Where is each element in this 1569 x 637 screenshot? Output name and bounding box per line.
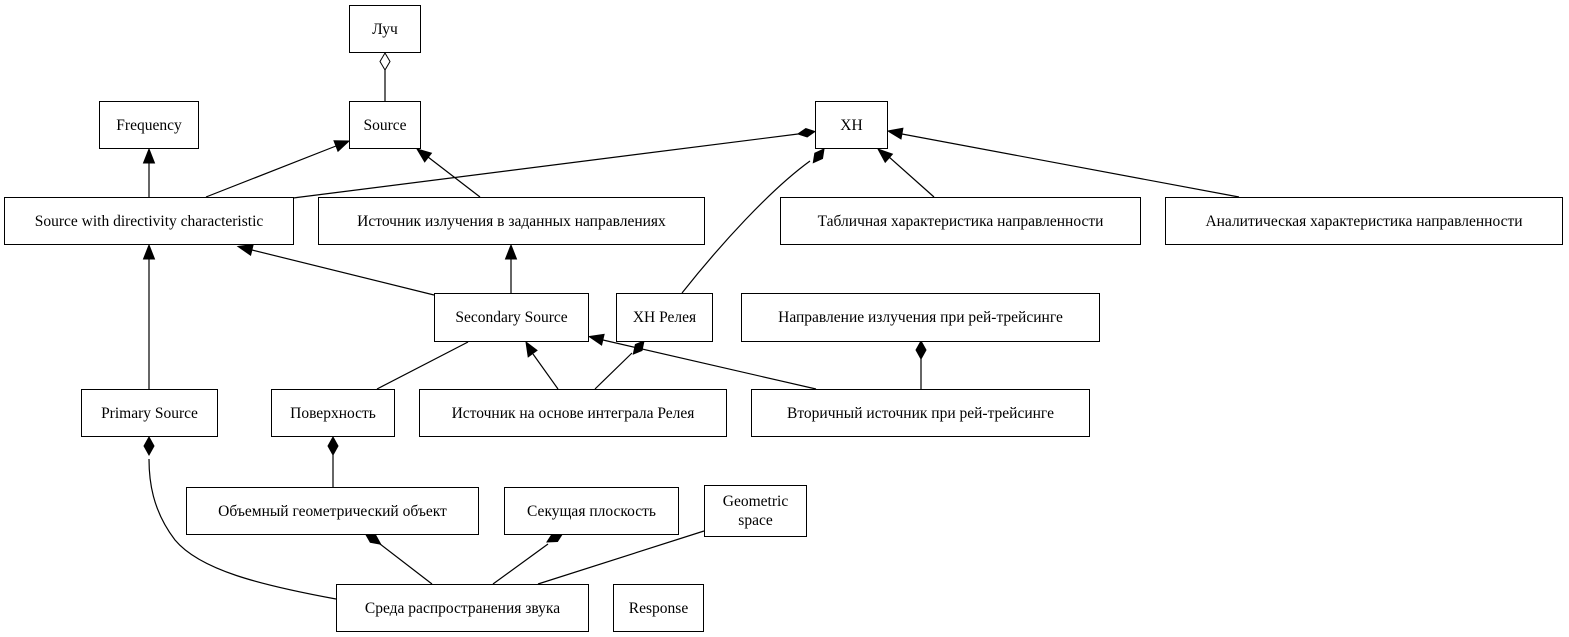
node-label: Объемный геометрический объект — [218, 502, 447, 520]
edge-poverhnost-secondary — [376, 341, 469, 390]
node-vtorichny: Вторичный источник при рей-трейсинге — [751, 389, 1090, 437]
edge-integral-xhreleya — [594, 352, 633, 390]
node-istochnik-integral: Источник на основе интеграла Релея — [419, 389, 727, 437]
node-napravlenie-rei: Направление излучения при рей-трейсинге — [741, 293, 1100, 342]
node-secondary-source: Secondary Source — [434, 293, 589, 342]
edge-xhreleya-xh — [681, 160, 811, 294]
node-label: Primary Source — [101, 404, 198, 422]
node-label: Луч — [372, 20, 398, 38]
arrow-marker — [142, 147, 156, 164]
node-label: Табличная характеристика направленности — [817, 212, 1104, 230]
diamond-marker — [812, 148, 825, 164]
node-geometric-space: Geometric space — [704, 485, 807, 537]
node-label: Источник на основе интеграла Релея — [451, 404, 695, 422]
hollow-diamond-marker — [379, 52, 391, 71]
node-analiticheskaya: Аналитическая характеристика направленно… — [1165, 197, 1563, 245]
node-istochnik-napravleniyah: Источник излучения в заданных направлени… — [318, 197, 705, 245]
node-xh: ХН — [815, 101, 888, 149]
node-label: ХН Релея — [632, 309, 697, 326]
node-label: Среда распространения звука — [364, 599, 561, 617]
edge-tablichnaya-xh — [888, 156, 935, 198]
node-luch: Луч — [349, 5, 421, 53]
node-label: Вторичный источник при рей-трейсинге — [787, 404, 1054, 422]
node-label: Источник излучения в заданных направлени… — [357, 212, 666, 230]
node-poverhnost: Поверхность — [271, 389, 395, 437]
edge-sreda-primary — [148, 458, 337, 600]
node-tablichnaya: Табличная характеристика направленности — [780, 197, 1141, 245]
arrow-marker — [333, 140, 351, 153]
node-label: Source — [363, 116, 407, 134]
node-obemny: Объемный геометрический объект — [186, 487, 479, 535]
diamond-marker — [327, 435, 339, 457]
edge-directivity-source — [205, 145, 337, 198]
node-sreda: Среда распространения звука — [336, 584, 589, 632]
node-xh-releya: ХН Релея — [616, 293, 713, 342]
node-label: Secondary Source — [455, 309, 568, 326]
node-label: Секущая плоскость — [527, 502, 656, 520]
arrow-marker — [886, 127, 904, 140]
edge-analiticheskaya-xh — [901, 133, 1240, 198]
node-label: ХН — [840, 116, 863, 134]
edge-sreda-sekushaya — [492, 543, 549, 585]
node-primary-source: Primary Source — [81, 389, 218, 437]
diamond-marker — [143, 435, 155, 457]
diamond-marker — [796, 128, 817, 138]
edge-sreda-geometric — [537, 530, 705, 585]
diamond-marker — [632, 340, 645, 355]
node-response: Response — [613, 584, 704, 632]
node-label: Аналитическая характеристика направленно… — [1205, 212, 1523, 230]
edge-sreda-obemny — [379, 543, 433, 585]
arrow-marker — [142, 243, 156, 260]
arrow-marker — [587, 333, 605, 346]
diamond-marker — [915, 339, 927, 361]
arrow-marker — [525, 340, 538, 358]
edge-vtorichny-secondary — [602, 339, 817, 390]
node-frequency: Frequency — [99, 101, 199, 149]
node-sekushaya: Секущая плоскость — [504, 487, 679, 535]
node-source-directivity: Source with directivity characteristic — [4, 197, 294, 245]
node-label: Направление излучения при рей-трейсинге — [778, 309, 1063, 326]
node-source: Source — [349, 101, 421, 149]
arrow-marker — [415, 148, 433, 163]
edge-secondary-directivity — [251, 249, 435, 296]
arrow-marker — [236, 243, 254, 257]
edge-integral-secondary — [532, 353, 559, 390]
edge-directivity-xh — [292, 133, 799, 199]
node-label: Geometric space — [722, 493, 789, 529]
arrow-marker — [504, 243, 518, 260]
edge-napravleniyah-source — [427, 156, 481, 198]
node-label: Поверхность — [290, 404, 376, 422]
node-label: Response — [628, 599, 689, 617]
node-label: Frequency — [116, 116, 182, 134]
node-label: Source with directivity characteristic — [34, 212, 264, 230]
arrow-marker — [876, 148, 894, 164]
